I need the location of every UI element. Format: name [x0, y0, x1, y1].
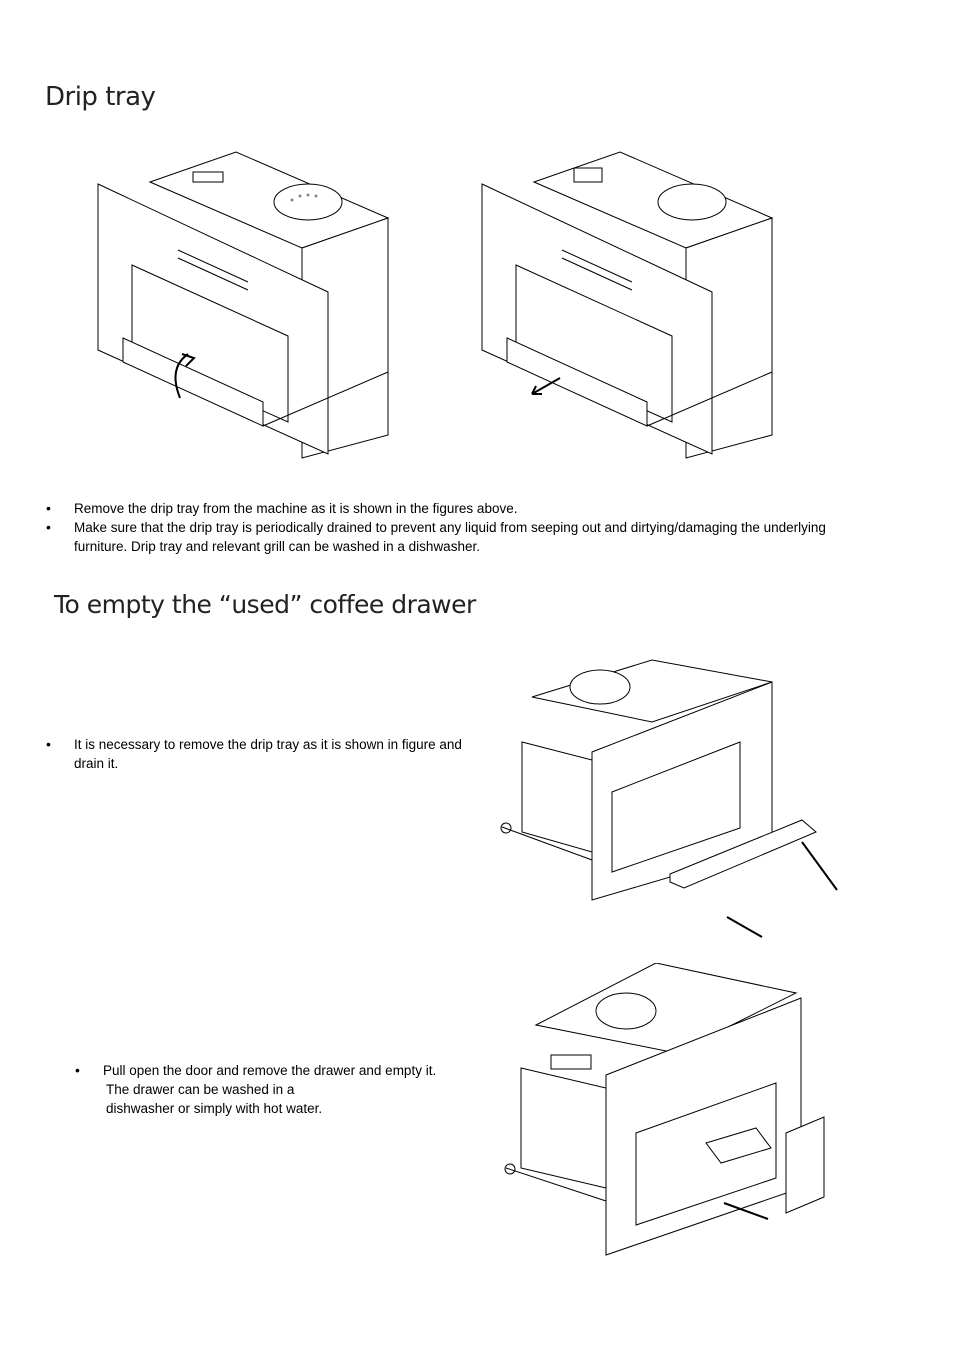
section-title-drip-tray: Drip tray [45, 82, 156, 112]
bullet-remove-drain: It is necessary to remove the drip tray … [46, 735, 486, 773]
bullet-line-3: dishwasher or simply with hot water. [106, 1101, 323, 1116]
remove-drip-tray-instruction: It is necessary to remove the drip tray … [46, 735, 486, 773]
bullet-line-2: The drawer can be washed in a [106, 1082, 295, 1097]
figure-coffee-drawer-removed [496, 963, 830, 1258]
bullet-line-1: Pull open the door and remove the drawer… [103, 1063, 437, 1078]
figure-drip-tray-lift [88, 140, 433, 460]
figure-drip-tray-pull [472, 140, 817, 460]
section-title-empty-coffee-drawer: To empty the “used” coffee drawer [54, 590, 476, 619]
figure-drip-tray-removed [492, 642, 844, 940]
empty-drawer-instruction: Pull open the door and remove the drawer… [75, 1061, 495, 1118]
drip-tray-instructions: Remove the drip tray from the machine as… [46, 499, 846, 556]
bullet-remove-drip-tray: Remove the drip tray from the machine as… [46, 499, 846, 518]
bullet-pull-door: Pull open the door and remove the drawer… [75, 1061, 495, 1118]
bullet-drain-drip-tray: Make sure that the drip tray is periodic… [46, 518, 846, 556]
